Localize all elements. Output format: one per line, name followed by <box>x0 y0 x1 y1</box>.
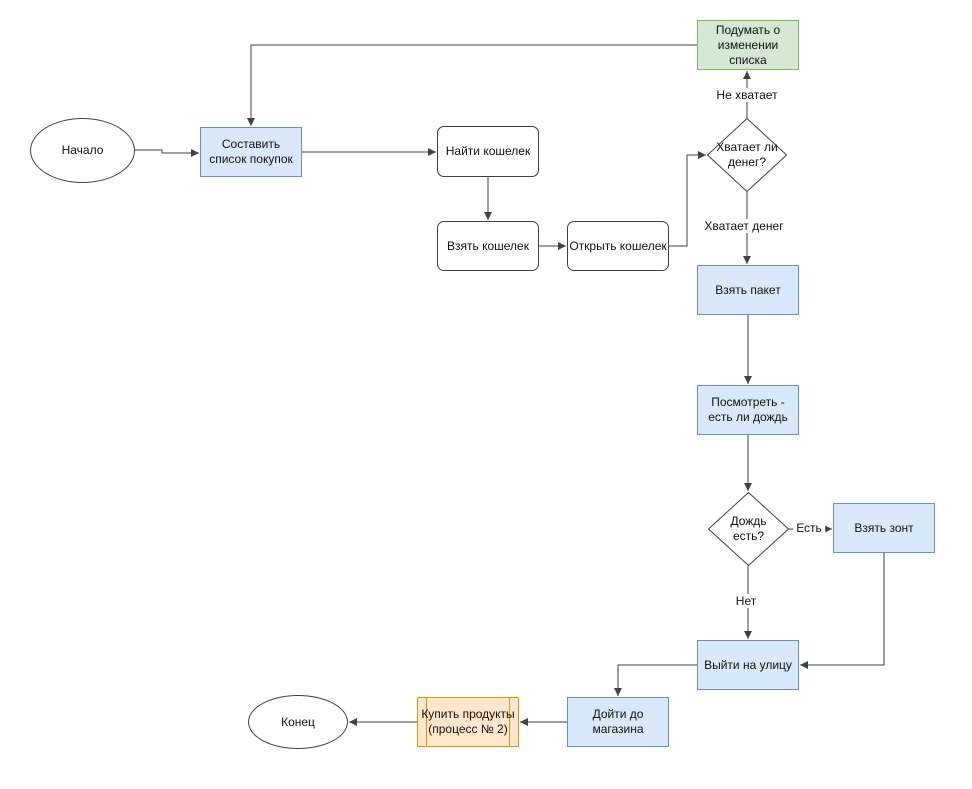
edge-label-rain-yes: Есть <box>793 521 825 535</box>
node-enough-money[interactable]: Хватает ли денег? <box>707 118 787 192</box>
node-take-bag-label: Взять пакет <box>715 282 781 297</box>
edge-label-not-enough: Не хватает <box>713 88 781 102</box>
node-take-wallet-label: Взять кошелек <box>447 238 529 253</box>
node-rethink-list[interactable]: Подумать о изменении списка <box>697 20 799 70</box>
edge-open-wallet-to-enough-money <box>669 151 706 247</box>
edge-label-rain-no: Нет <box>732 594 760 608</box>
node-check-rain[interactable]: Посмотреть - есть ли дождь <box>697 385 799 435</box>
node-walk-to-store-label: Дойти до магазина <box>592 707 644 736</box>
node-check-rain-label: Посмотреть - есть ли дождь <box>708 395 788 424</box>
node-go-outside[interactable]: Выйти на улицу <box>697 640 799 690</box>
node-walk-to-store[interactable]: Дойти до магазина <box>567 697 669 747</box>
node-end-label: Конец <box>281 714 315 729</box>
node-open-wallet-label: Открыть кошелек <box>569 238 667 253</box>
node-rain-decision[interactable]: Дождь есть? <box>708 492 789 566</box>
node-start-label: Начало <box>61 143 104 157</box>
node-rain-decision-label: Дождь есть? <box>730 514 767 543</box>
node-find-wallet[interactable]: Найти кошелек <box>437 126 539 177</box>
edge-rethink-list-to-make-list <box>247 44 697 126</box>
predefined-process-bar <box>426 698 427 746</box>
predefined-process-bar <box>509 698 510 746</box>
node-open-wallet[interactable]: Открыть кошелек <box>567 221 669 271</box>
node-start[interactable]: Начало <box>30 118 135 183</box>
edge-label-enough: Хватает денег <box>701 219 787 233</box>
node-take-bag[interactable]: Взять пакет <box>697 265 799 315</box>
node-go-outside-label: Выйти на улицу <box>704 657 792 672</box>
node-take-umbrella[interactable]: Взять зонт <box>833 503 935 553</box>
edge-go-outside-to-walk-to-store <box>614 664 697 696</box>
decision-diamond-shape <box>708 492 789 566</box>
edge-take-umbrella-to-go-outside <box>800 553 885 669</box>
node-take-wallet[interactable]: Взять кошелек <box>437 221 539 271</box>
node-rethink-list-label: Подумать о изменении списка <box>715 22 781 67</box>
node-make-list[interactable]: Составить список покупок <box>200 127 302 177</box>
node-end[interactable]: Конец <box>248 695 348 749</box>
decision-diamond-shape <box>707 118 787 192</box>
node-enough-money-label: Хватает ли денег? <box>716 140 778 169</box>
node-buy-products[interactable]: Купить продукты (процесс № 2) <box>417 697 519 747</box>
edge-start-to-make-list <box>135 149 199 157</box>
node-find-wallet-label: Найти кошелек <box>445 144 531 158</box>
node-take-umbrella-label: Взять зонт <box>854 520 914 535</box>
node-make-list-label: Составить список покупок <box>209 137 293 166</box>
node-buy-products-label: Купить продукты (процесс № 2) <box>421 707 515 736</box>
